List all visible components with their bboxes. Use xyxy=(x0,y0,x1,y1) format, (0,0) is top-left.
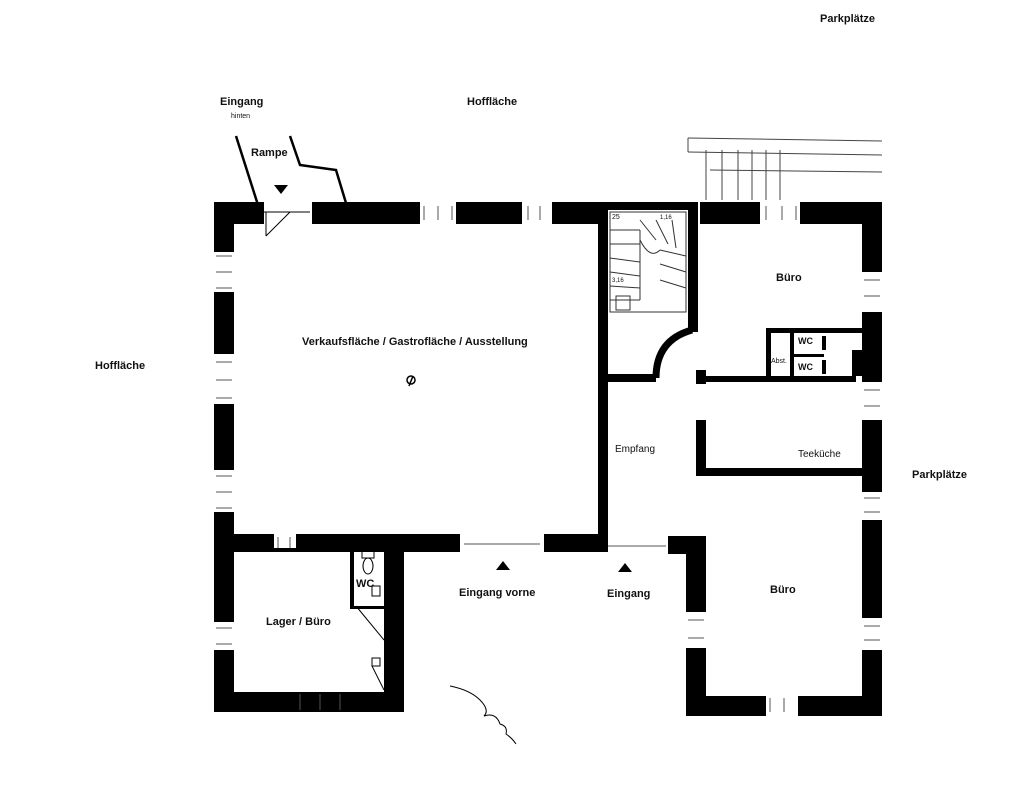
stair-number-25: 25 xyxy=(612,214,620,221)
office-label-bottom: Büro xyxy=(770,584,796,596)
ramp-label: Rampe xyxy=(251,147,288,159)
exterior-walls xyxy=(214,202,882,716)
interior-walls xyxy=(234,202,862,609)
storage-label: Abst. xyxy=(771,358,787,365)
toilet-fixture xyxy=(355,549,385,691)
staircase xyxy=(609,211,687,313)
stair-number-2: 3,16 xyxy=(612,278,624,284)
sketch-mark xyxy=(449,685,517,745)
storage-office-label: Lager / Büro xyxy=(266,616,331,628)
stair-number-1: 1,16 xyxy=(660,215,672,221)
reception-label: Empfang xyxy=(615,444,655,455)
rear-door xyxy=(264,211,310,237)
rear-entrance-sublabel: hinten xyxy=(231,113,250,120)
curved-wall xyxy=(652,326,694,379)
ramp xyxy=(234,135,348,206)
windows xyxy=(216,206,880,712)
entrance-arrows xyxy=(274,185,632,572)
courtyard-label-top: Hoffläche xyxy=(467,96,517,108)
sales-area-label: Verkaufsfläche / Gastrofläche / Ausstell… xyxy=(302,336,528,348)
front-entrance-label: Eingang vorne xyxy=(459,587,535,599)
wc-lager-label: WC xyxy=(356,578,374,590)
courtyard-label-left: Hoffläche xyxy=(95,360,145,372)
kitchenette-label: Teeküche xyxy=(798,449,841,460)
rear-entrance-label: Eingang xyxy=(220,96,263,108)
entrance-label: Eingang xyxy=(607,588,650,600)
parking-label-right: Parkplätze xyxy=(912,469,967,481)
terrace-railing xyxy=(687,137,883,200)
wc-label-1: WC xyxy=(798,336,813,346)
parking-label-top: Parkplätze xyxy=(820,13,875,25)
office-label-top: Büro xyxy=(776,272,802,284)
wc-label-2: WC xyxy=(798,362,813,372)
column-symbol xyxy=(406,375,416,387)
